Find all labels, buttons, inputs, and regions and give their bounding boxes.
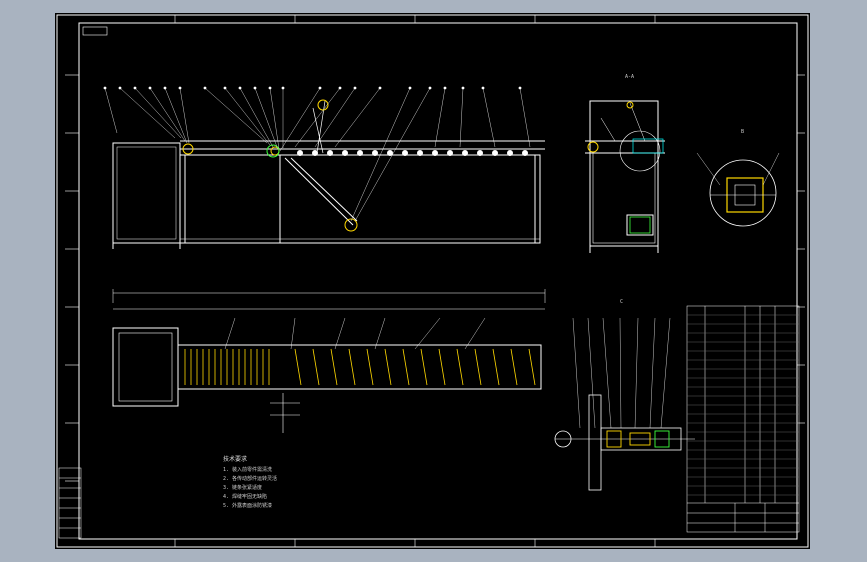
section-green bbox=[654, 430, 670, 448]
section-label-b: B bbox=[741, 129, 744, 135]
cad-drawing: 技术要求 1. 装入前零件需清洗 2. 各传动部件运转灵活 3. 链条张紧适度 … bbox=[56, 14, 809, 548]
section-yellow bbox=[606, 430, 651, 448]
section-label-c: C bbox=[620, 299, 623, 305]
shaft-highlight bbox=[632, 138, 664, 154]
parts-list bbox=[686, 305, 800, 533]
cad-drawing-viewport[interactable]: 技术要求 1. 装入前零件需清洗 2. 各传动部件运转灵活 3. 链条张紧适度 … bbox=[55, 13, 810, 549]
plan-view bbox=[112, 289, 546, 433]
note-2: 2. 各传动部件运转灵活 bbox=[223, 475, 277, 482]
note-3: 3. 链条张紧适度 bbox=[223, 484, 262, 491]
revision-block bbox=[58, 467, 82, 539]
plan-slats bbox=[294, 348, 536, 386]
section-leaders bbox=[572, 317, 671, 429]
roller-row bbox=[297, 150, 528, 156]
side-view-rollers bbox=[587, 101, 634, 153]
section-label-a: A-A bbox=[625, 74, 634, 80]
note-1: 1. 装入前零件需清洗 bbox=[223, 466, 272, 473]
notes-title: 技术要求 bbox=[223, 455, 247, 463]
motor-detail bbox=[629, 216, 651, 234]
plan-grating bbox=[184, 349, 270, 385]
conveyor-rollers bbox=[182, 99, 358, 232]
detail-view bbox=[696, 152, 780, 227]
drawing-number-box bbox=[82, 26, 108, 36]
motor bbox=[626, 214, 654, 236]
outer-border bbox=[56, 14, 809, 548]
note-5: 5. 外露表面涂防锈漆 bbox=[223, 502, 272, 509]
section-view bbox=[554, 394, 695, 491]
front-elevation bbox=[112, 100, 545, 249]
leader-lines bbox=[104, 87, 531, 222]
parts-rows bbox=[687, 314, 799, 496]
note-4: 4. 焊缝牢固无缺陷 bbox=[223, 493, 267, 500]
inner-border bbox=[78, 22, 798, 540]
plan-leaders bbox=[224, 317, 486, 350]
balloon-markers bbox=[103, 86, 522, 90]
detail-circle bbox=[619, 130, 661, 172]
technical-notes: 技术要求 1. 装入前零件需清洗 2. 各传动部件运转灵活 3. 链条张紧适度 … bbox=[223, 455, 277, 509]
zone-ticks bbox=[65, 15, 805, 547]
